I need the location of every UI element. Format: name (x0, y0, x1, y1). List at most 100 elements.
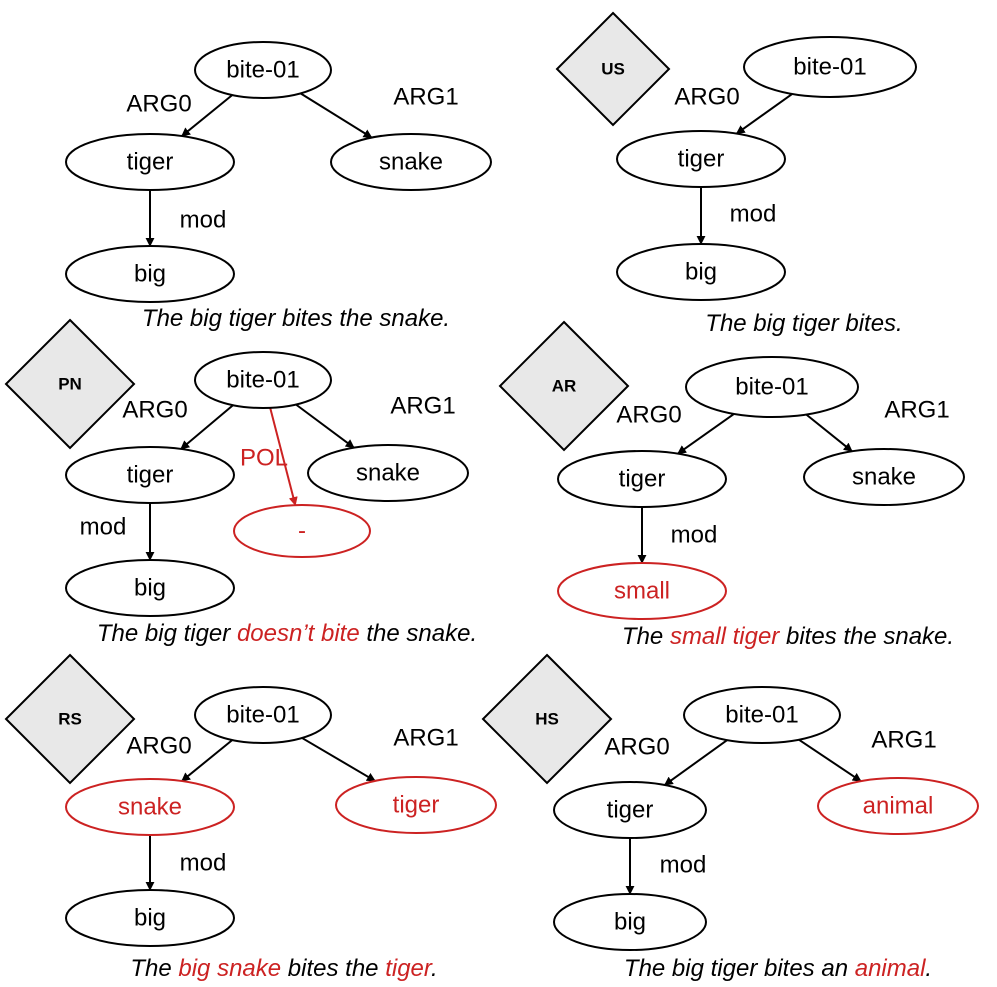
node-ellipse (194, 351, 332, 409)
node-label: animal (863, 793, 934, 820)
edge-label-mod: mod (671, 522, 718, 549)
node-label: bite-01 (735, 374, 808, 401)
edge-label-mod: mod (180, 207, 227, 234)
sentence-caption: The big tiger bites. (705, 310, 902, 337)
edge-label-arg0: ARG0 (122, 397, 187, 424)
node-label: snake (356, 460, 420, 487)
caption-segment: . (431, 955, 438, 982)
edge-arg1 (300, 92, 373, 139)
node-ellipse (553, 781, 707, 839)
caption-segment: the snake. (360, 620, 477, 647)
node-bite-01: bite-01 (194, 351, 332, 409)
badge-label: US (601, 60, 625, 79)
caption-segment: The (130, 955, 178, 982)
sentence-caption: The big tiger bites the snake. (142, 305, 450, 332)
caption-highlight: big snake (178, 955, 281, 982)
node-ellipse (557, 450, 727, 508)
caption-highlight: tiger (385, 955, 433, 982)
node-ellipse (65, 245, 235, 303)
node-tiger: tiger (65, 446, 235, 504)
edge-label-arg1: ARG1 (390, 393, 455, 420)
edge-label-arg0: ARG0 (674, 84, 739, 111)
node-label: snake (379, 149, 443, 176)
node-ellipse (233, 504, 371, 558)
badge-label: PN (58, 375, 82, 394)
node-snake: snake (307, 444, 469, 502)
node-ellipse (803, 448, 965, 506)
node-ellipse (330, 133, 492, 191)
edge-arg0 (735, 93, 793, 135)
node-label: bite-01 (725, 702, 798, 729)
caption-highlight: animal (855, 955, 926, 982)
edge-label-arg0: ARG0 (126, 733, 191, 760)
node-label: bite-01 (226, 57, 299, 84)
sentence-caption: The big snake bites the tiger. (130, 955, 437, 982)
edge-label-mod: mod (80, 514, 127, 541)
caption-highlight: small tiger (670, 623, 780, 650)
node-ellipse (553, 893, 707, 951)
node-big: big (616, 243, 786, 301)
edge-label-pol: POL (240, 445, 288, 472)
node-label: bite-01 (226, 702, 299, 729)
edge-label-arg1: ARG1 (393, 725, 458, 752)
node-label: tiger (678, 146, 725, 173)
node-ellipse (307, 444, 469, 502)
perturbation-badge-pn: PN (4, 318, 136, 450)
node-label: snake (852, 464, 916, 491)
sentence-caption: The big tiger bites an animal. (624, 955, 932, 982)
edge-label-arg0: ARG0 (604, 734, 669, 761)
badge-diamond (4, 318, 136, 450)
caption-segment: The big tiger bites. (705, 310, 902, 337)
badge-diamond (498, 320, 630, 452)
edge-arg1 (295, 403, 355, 449)
node-small: small (557, 562, 727, 620)
node-ellipse (685, 356, 859, 418)
node-snake: snake (330, 133, 492, 191)
node-ellipse (65, 778, 235, 836)
node-ellipse (65, 889, 235, 947)
edge-arg1 (798, 738, 862, 783)
caption-segment: . (925, 955, 932, 982)
sentence-caption: The big tiger doesn’t bite the snake. (97, 620, 477, 647)
caption-segment: The big tiger (97, 620, 237, 647)
edge-label-arg0: ARG0 (616, 402, 681, 429)
caption-segment: The (622, 623, 670, 650)
node-label: big (134, 261, 166, 288)
node-ellipse (194, 41, 332, 99)
node-ellipse (616, 243, 786, 301)
node-bite-01: bite-01 (683, 686, 841, 744)
badge-label: RS (58, 710, 82, 729)
node-animal: animal (817, 777, 979, 835)
edge-arg1 (301, 737, 376, 782)
edge-arg0 (181, 739, 233, 782)
node-label: small (614, 578, 670, 605)
node-ellipse (194, 686, 332, 744)
caption-segment: bites the snake. (779, 623, 954, 650)
edge-arg0 (180, 404, 234, 450)
node-tiger: tiger (335, 776, 497, 834)
badge-label: AR (552, 377, 577, 396)
badge-label: HS (535, 710, 559, 729)
node-big: big (553, 893, 707, 951)
node-bite-01: bite-01 (194, 686, 332, 744)
badge-diamond (481, 653, 613, 785)
perturbation-badge-rs: RS (4, 653, 136, 785)
node-ellipse (743, 36, 917, 98)
badge-diamond (555, 11, 671, 127)
edge-label-arg1: ARG1 (871, 727, 936, 754)
edge-arg1 (805, 413, 853, 453)
node-polarity: - (233, 504, 371, 558)
node-label: snake (118, 794, 182, 821)
edge-arg0 (677, 413, 735, 455)
node-label: bite-01 (226, 367, 299, 394)
node-ellipse (65, 446, 235, 504)
node-ellipse (557, 562, 727, 620)
node-ellipse (65, 559, 235, 617)
node-tiger: tiger (557, 450, 727, 508)
node-snake: snake (65, 778, 235, 836)
